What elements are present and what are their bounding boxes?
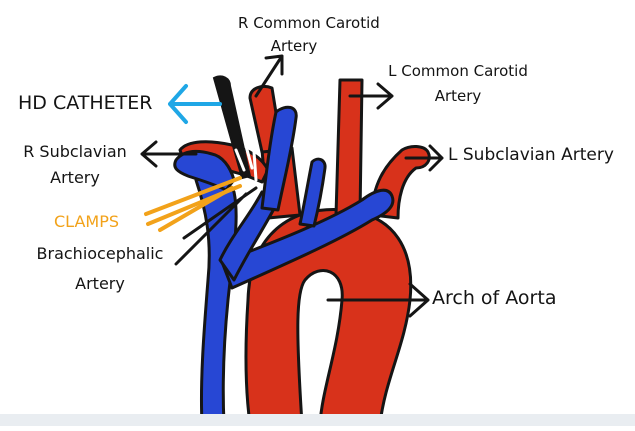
label-arch-of-aorta: Arch of Aorta — [432, 289, 556, 308]
label-brachiocephalic-line2: Artery — [30, 276, 170, 292]
bottom-strip — [0, 414, 635, 426]
hd-catheter-arrow-icon — [170, 86, 220, 122]
label-r-subclavian-line1: R Subclavian — [16, 144, 134, 160]
label-l-common-carotid: L Common Carotid Artery — [384, 64, 532, 104]
label-hd-catheter: HD CATHETER — [18, 94, 152, 113]
label-r-subclavian: R Subclavian Artery — [16, 144, 134, 186]
left-common-carotid-artery — [336, 80, 362, 215]
label-r-subclavian-line2: Artery — [16, 170, 134, 186]
label-r-common-carotid-line2: Artery — [238, 39, 350, 54]
label-r-common-carotid: R Common Carotid Artery — [238, 16, 350, 54]
label-l-common-carotid-line2: Artery — [384, 89, 532, 104]
label-clamps: CLAMPS — [54, 214, 119, 230]
label-r-common-carotid-line1: R Common Carotid — [238, 16, 350, 31]
label-brachiocephalic: Brachiocephalic Artery — [30, 246, 170, 292]
label-brachiocephalic-line1: Brachiocephalic — [30, 246, 170, 262]
label-l-common-carotid-line1: L Common Carotid — [384, 64, 532, 79]
label-l-subclavian: L Subclavian Artery — [448, 147, 614, 164]
